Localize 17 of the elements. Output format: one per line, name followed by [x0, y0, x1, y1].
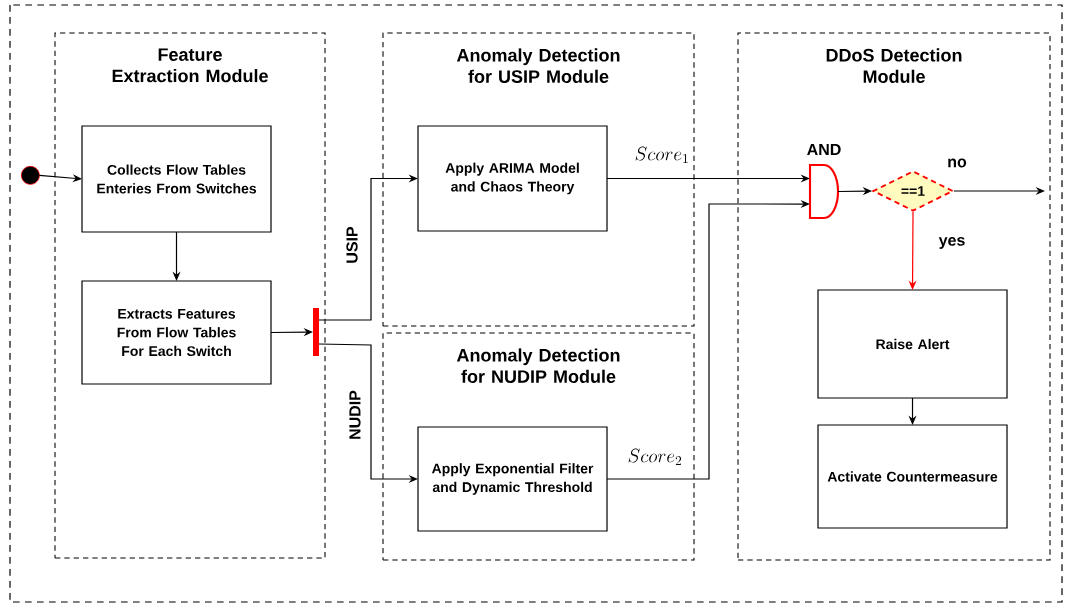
edge-label: $Score_1$ [633, 145, 691, 165]
node-label: AND [807, 143, 841, 155]
process-box: Extracts Features From Flow Tables For Each Switch [81, 280, 272, 385]
edge-label: NUDIP [348, 388, 362, 442]
edge-label: USIP [345, 225, 359, 265]
process-box: Apply ARIMA Model and Chaos Theory [417, 125, 608, 232]
process-box: Apply Exponential Filter and Dynamic Threshold [417, 426, 608, 532]
edge-label: no [945, 157, 969, 169]
process-box: Collects Flow Tables Enteries From Switches [81, 125, 272, 233]
arrow [318, 174, 418, 321]
edge-label: yes [937, 235, 967, 251]
edge-label: $Score_2$ [626, 447, 684, 467]
start-circle [20, 165, 40, 185]
arrow [606, 199, 810, 480]
process-box: Activate Countermeasure [817, 424, 1008, 529]
process-box: Raise Alert [817, 289, 1008, 399]
fork-bar [313, 308, 319, 356]
